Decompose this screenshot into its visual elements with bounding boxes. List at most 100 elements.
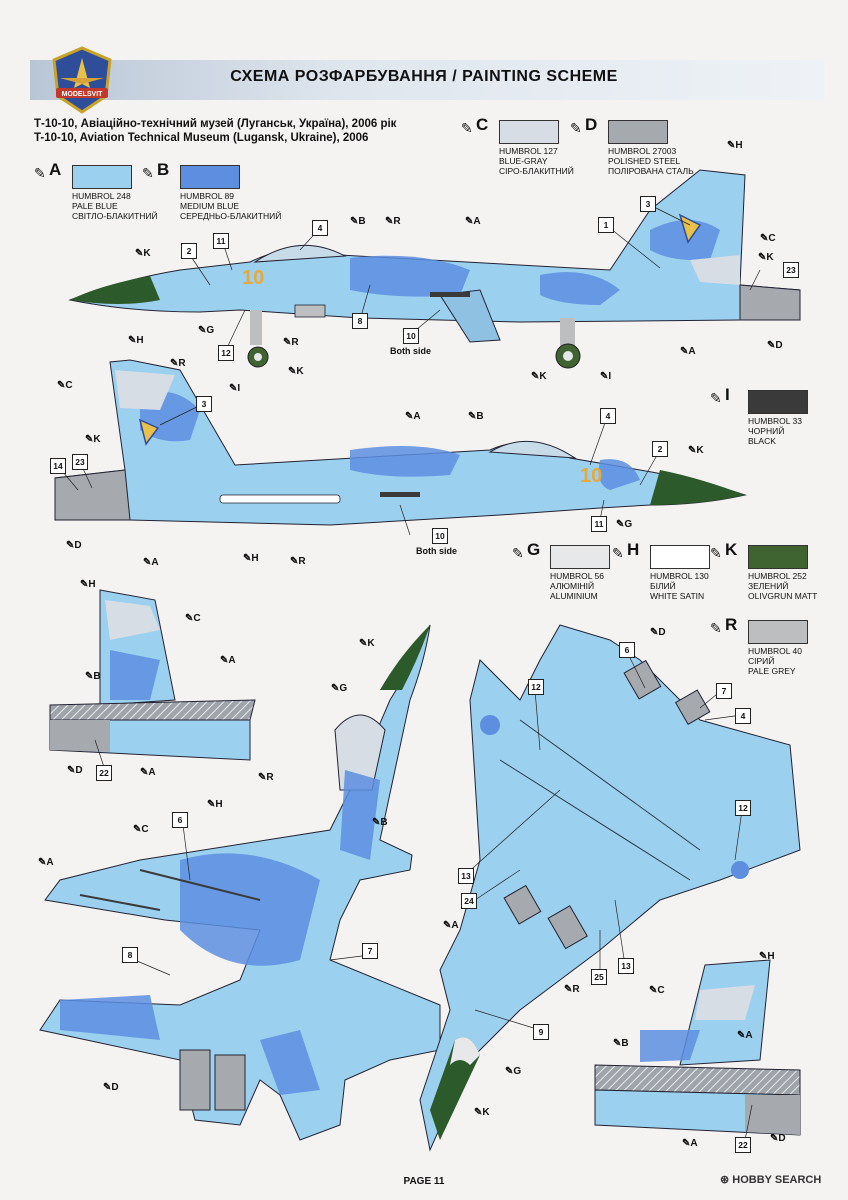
- callout-1: 1: [598, 217, 614, 233]
- mark-k4: ✎K: [531, 371, 547, 382]
- swatch-color-box: [608, 120, 668, 144]
- mark-i2: ✎I: [600, 371, 612, 382]
- swatch-color-box: [499, 120, 559, 144]
- swatch-letter: B: [157, 160, 170, 179]
- mark-h6: ✎H: [759, 951, 775, 962]
- mark-c2: ✎C: [57, 380, 73, 391]
- nose-radome-green: [70, 276, 160, 304]
- brush-icon: ✎: [710, 545, 722, 561]
- callout-2: 2: [181, 243, 197, 259]
- callout-10: 10: [403, 328, 419, 344]
- brush-icon: ✎: [612, 545, 624, 561]
- swatch-letter: C: [476, 115, 489, 134]
- mark-d4: ✎D: [103, 1082, 119, 1093]
- mark-c5: ✎C: [649, 985, 665, 996]
- page-title: СХЕМА РОЗФАРБУВАННЯ / PAINTING SCHEME: [230, 68, 618, 85]
- top-view: [39, 624, 441, 1141]
- callout-4b: 4: [600, 408, 616, 424]
- header-band: [30, 60, 825, 100]
- brush-icon: ✎: [142, 165, 154, 181]
- mark-k5: ✎K: [85, 434, 101, 445]
- callout-12: 12: [218, 345, 234, 361]
- callout-9: 9: [533, 1024, 549, 1040]
- mark-r4: ✎R: [290, 556, 306, 567]
- mark-b4: ✎B: [372, 817, 388, 828]
- callout-4c: 4: [735, 708, 751, 724]
- brush-icon: ✎: [710, 390, 722, 406]
- callout-6: 6: [172, 812, 188, 828]
- swatch-color-box: [550, 545, 610, 569]
- swatch-color-box: [72, 165, 132, 189]
- swatch-letter: D: [585, 115, 598, 134]
- swatch-letter: G: [527, 540, 541, 559]
- brush-icon: ✎: [710, 620, 722, 636]
- tail-code-side-2: 10: [580, 465, 602, 487]
- callout-22: 22: [96, 765, 112, 781]
- tail-code-side-1: 10: [242, 267, 264, 289]
- mark-c: ✎C: [760, 233, 776, 244]
- subtitle-en: T-10-10, Aviation Technical Museum (Luga…: [34, 132, 369, 144]
- mark-h: ✎H: [727, 140, 743, 151]
- mark-a2: ✎A: [680, 346, 696, 357]
- mark-k7: ✎K: [359, 638, 375, 649]
- watermark-icon: ⊛: [720, 1174, 733, 1186]
- mark-r: ✎R: [385, 216, 401, 227]
- mark-r3: ✎R: [170, 358, 186, 369]
- mark-g2: ✎G: [616, 519, 633, 530]
- mark-a10: ✎A: [682, 1138, 698, 1149]
- tail-inset-left: [49, 589, 256, 761]
- callout-6b: 6: [619, 642, 635, 658]
- callout-24: 24: [461, 893, 477, 909]
- mark-a9: ✎A: [737, 1030, 753, 1041]
- mark-h4: ✎H: [80, 579, 96, 590]
- brush-icon: ✎: [34, 165, 46, 181]
- callout-3b: 3: [196, 396, 212, 412]
- mark-a7: ✎A: [38, 857, 54, 868]
- callout-12b: 12: [528, 679, 544, 695]
- mark-d: ✎D: [767, 340, 783, 351]
- note-both-side-2: Both side: [416, 546, 458, 556]
- mark-r2: ✎R: [283, 337, 299, 348]
- mark-a8: ✎A: [443, 920, 459, 931]
- callout-7: 7: [362, 943, 378, 959]
- mark-a: ✎A: [465, 216, 481, 227]
- bottom-view: [419, 624, 801, 1152]
- mark-b5: ✎B: [613, 1038, 629, 1049]
- swatch-letter: A: [49, 160, 62, 179]
- callout-23b: 23: [72, 454, 88, 470]
- mark-k: ✎K: [135, 248, 151, 259]
- callout-14: 14: [50, 458, 66, 474]
- mark-a4: ✎A: [143, 557, 159, 568]
- mark-d5: ✎D: [650, 627, 666, 638]
- trident-emblem: [678, 213, 702, 244]
- mark-a5: ✎A: [220, 655, 236, 666]
- swatch-color-box: [650, 545, 710, 569]
- swatch-color-box: [748, 390, 808, 414]
- callout-3: 3: [640, 196, 656, 212]
- mark-k6: ✎K: [688, 445, 704, 456]
- mark-r6: ✎R: [564, 984, 580, 995]
- mark-r5: ✎R: [258, 772, 274, 783]
- callout-25: 25: [591, 969, 607, 985]
- note-both-side-1: Both side: [390, 346, 432, 356]
- mark-g3: ✎G: [331, 683, 348, 694]
- callout-11: 11: [213, 233, 229, 249]
- callout-4: 4: [312, 220, 328, 236]
- tail-inset-right: [594, 959, 801, 1136]
- callout-8: 8: [352, 313, 368, 329]
- watermark: ⊛ HOBBY SEARCH: [720, 1173, 821, 1186]
- brush-icon: ✎: [570, 120, 582, 136]
- callout-13b: 13: [618, 958, 634, 974]
- mark-b: ✎B: [350, 216, 366, 227]
- mark-b3: ✎B: [85, 671, 101, 682]
- swatch-letter: R: [725, 615, 738, 634]
- callout-22b: 22: [735, 1137, 751, 1153]
